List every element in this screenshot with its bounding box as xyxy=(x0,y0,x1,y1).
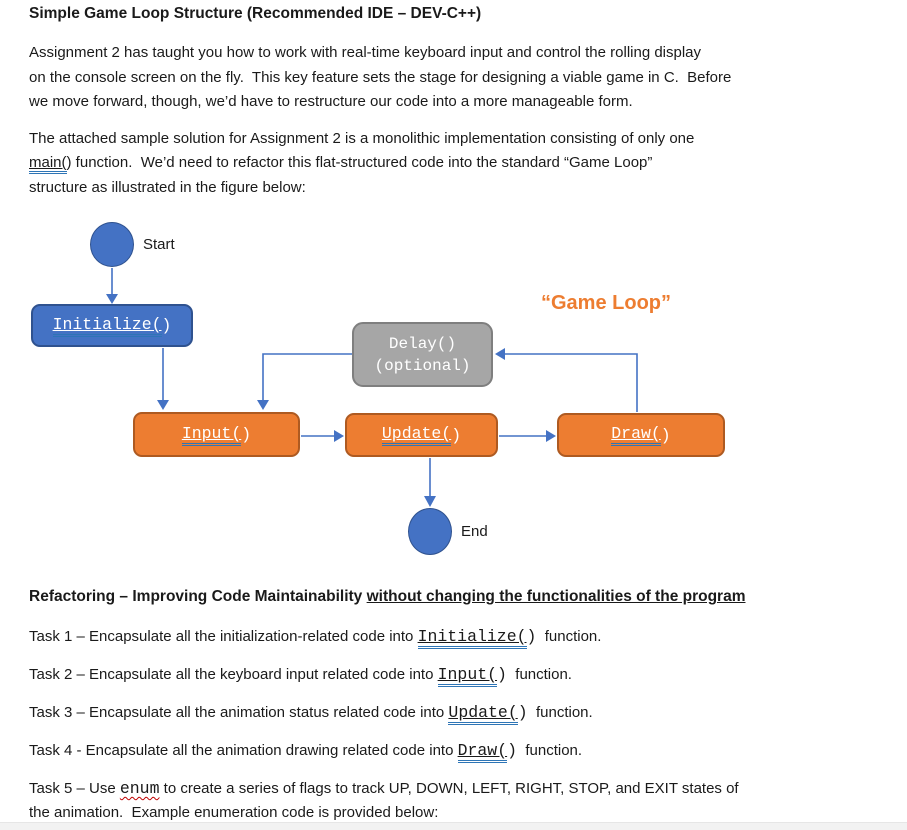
task-text: to create a series of flags to track UP,… xyxy=(159,780,739,797)
heading-plain-part: Refactoring – Improving Code Maintainabi… xyxy=(29,588,367,605)
game-loop-caption: “Game Loop” xyxy=(541,292,672,314)
inline-code-initialize: Initialize( xyxy=(417,627,527,649)
arrowhead-right-icon xyxy=(546,430,556,442)
flowchart-update-node: Update() xyxy=(345,413,498,457)
paren: ) xyxy=(517,703,528,722)
task-4-line: Task 4 - Encapsulate all the animation d… xyxy=(29,738,897,763)
heading-underlined-part: without changing the functionalities of … xyxy=(366,588,746,605)
refactoring-section: Refactoring – Improving Code Maintainabi… xyxy=(29,586,897,826)
delay-node-text-line2: (optional) xyxy=(374,356,471,375)
text-line: structure as illustrated in the figure b… xyxy=(29,178,306,196)
initialize-node-text: Initialize( xyxy=(52,315,162,337)
update-node-text: Update( xyxy=(381,424,452,446)
doc-title: Simple Game Loop Structure (Recommended … xyxy=(29,5,482,22)
flowchart-draw-node: Draw() xyxy=(557,413,725,457)
flowchart-initialize-node: Initialize() xyxy=(31,304,193,347)
flowchart-end-node xyxy=(408,508,452,555)
end-label: End xyxy=(461,523,488,540)
connector-draw-to-delay xyxy=(504,353,638,412)
inline-code-draw: Draw( xyxy=(457,741,508,763)
paragraph-1: Assignment 2 has taught you how to work … xyxy=(29,41,897,115)
paren: ) xyxy=(526,627,537,646)
task-text: Task 2 – Encapsulate all the keyboard in… xyxy=(29,666,438,683)
arrowhead-down-icon xyxy=(424,496,436,507)
task-text: Task 5 – Use xyxy=(29,780,120,797)
text-line: Assignment 2 has taught you how to work … xyxy=(29,44,702,61)
task-text: function. xyxy=(536,628,602,645)
text-line: we move forward, though, we’d have to re… xyxy=(29,93,633,111)
flowchart-delay-node: Delay() (optional) xyxy=(352,322,493,387)
task-text: function. xyxy=(506,666,572,683)
paren: ) xyxy=(451,425,462,445)
delay-node-text-line1: Delay() xyxy=(388,334,457,353)
text-line: on the console screen on the fly. This k… xyxy=(29,68,732,86)
inline-code-enum: enum xyxy=(119,779,160,798)
input-node-text: Input( xyxy=(181,424,242,446)
text-line: main() function. We’d need to refactor t… xyxy=(29,151,897,176)
main-code-grammar-underline: main( xyxy=(29,154,67,175)
task-5-line-continued: the animation. Example enumeration code … xyxy=(29,804,439,821)
flowchart-start-node xyxy=(90,222,134,267)
task-1-line: Task 1 – Encapsulate all the initializat… xyxy=(29,624,897,649)
paren: ) xyxy=(660,425,671,445)
text-run: ) function. We’d need to refactor this f… xyxy=(66,154,653,172)
page-bottom-strip xyxy=(0,822,907,830)
refactoring-heading: Refactoring – Improving Code Maintainabi… xyxy=(29,586,897,607)
task-text: Task 1 – Encapsulate all the initializat… xyxy=(29,628,418,645)
paragraph-2: The attached sample solution for Assignm… xyxy=(29,127,897,201)
paren: ) xyxy=(241,425,252,444)
paren: ) xyxy=(161,316,172,335)
task-3-line: Task 3 – Encapsulate all the animation s… xyxy=(29,700,897,725)
task-2-line: Task 2 – Encapsulate all the keyboard in… xyxy=(29,662,897,687)
intro-section: Simple Game Loop Structure (Recommended … xyxy=(29,4,897,201)
inline-code-update: Update( xyxy=(448,703,518,725)
arrowhead-right-icon xyxy=(334,430,344,442)
task-text: Task 4 - Encapsulate all the animation d… xyxy=(29,742,458,759)
arrowhead-down-icon xyxy=(106,294,118,304)
arrowhead-down-icon xyxy=(157,400,169,410)
paren: ) xyxy=(497,665,507,684)
start-label: Start xyxy=(143,236,175,253)
draw-node-text: Draw( xyxy=(611,424,661,446)
flowchart-input-node: Input() xyxy=(133,412,300,457)
text-line: The attached sample solution for Assignm… xyxy=(29,129,695,147)
paren: ) xyxy=(507,741,518,760)
arrowhead-left-icon xyxy=(495,348,505,360)
task-text: Task 3 – Encapsulate all the animation s… xyxy=(29,704,449,721)
task-text: function. xyxy=(527,704,593,721)
task-text: function. xyxy=(517,742,583,759)
inline-code-input: Input( xyxy=(437,665,498,687)
task-5-line: Task 5 – Use enum to create a series of … xyxy=(29,776,897,801)
arrowhead-down-icon xyxy=(257,400,269,410)
connector-delay-to-input xyxy=(262,353,352,401)
